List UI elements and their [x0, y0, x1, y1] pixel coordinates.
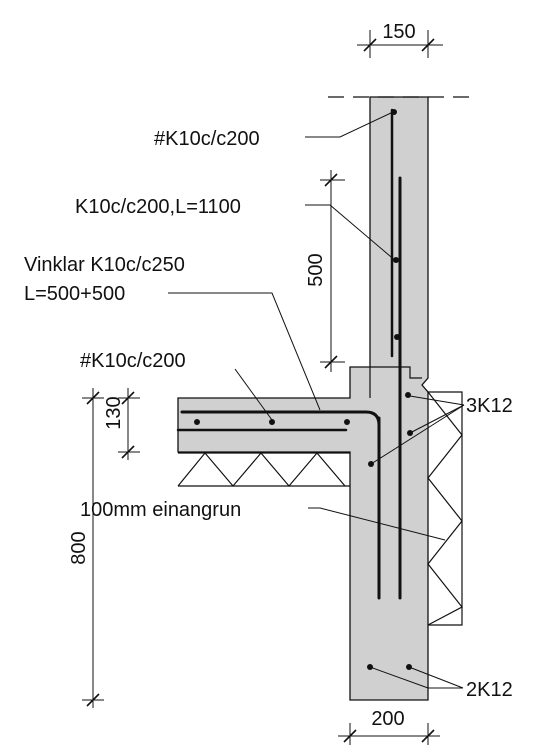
dim-slab-thickness — [118, 388, 140, 460]
rebar-dot — [194, 419, 200, 425]
dim-slab-thickness-text: 130 — [103, 396, 125, 429]
dim-footing-width-text: 200 — [371, 708, 404, 730]
dim-splice-length-text: 500 — [305, 253, 327, 286]
label-rebar-slab: #K10c/c200 — [80, 350, 186, 372]
wall-step-line — [369, 366, 422, 398]
leader-lines — [168, 111, 465, 689]
insulation-wall — [427, 391, 463, 626]
dim-splice-length — [320, 170, 345, 372]
label-rebar-wall-top: #K10c/c200 — [154, 128, 260, 150]
label-angle-bars-2: L=500+500 — [24, 283, 125, 305]
dim-wall-thickness — [357, 30, 443, 58]
rebar-dot — [391, 109, 397, 115]
dim-wall-thickness-text: 150 — [382, 21, 415, 43]
label-angle-bars-1: Vinklar K10c/c250 — [24, 254, 185, 276]
dim-footing-depth-text: 800 — [68, 531, 90, 564]
dim-footing-depth — [82, 388, 104, 708]
insulation-slab — [177, 452, 350, 487]
rebar-dot — [405, 392, 411, 398]
rebar-dot — [344, 419, 350, 425]
dim-footing-width — [338, 723, 440, 745]
label-rebar-wall-splice: K10c/c200,L=1100 — [75, 196, 241, 218]
label-insulation: 100mm einangrun — [80, 499, 241, 521]
rebar-dot — [269, 419, 275, 425]
label-corner-bars: 3K12 — [466, 395, 513, 417]
label-footing-bars: 2K12 — [466, 679, 513, 701]
rebar-dot — [393, 257, 399, 263]
rebar-dot — [394, 334, 400, 340]
rebar-dots — [194, 109, 413, 670]
concrete-wall-footing — [177, 96, 429, 701]
